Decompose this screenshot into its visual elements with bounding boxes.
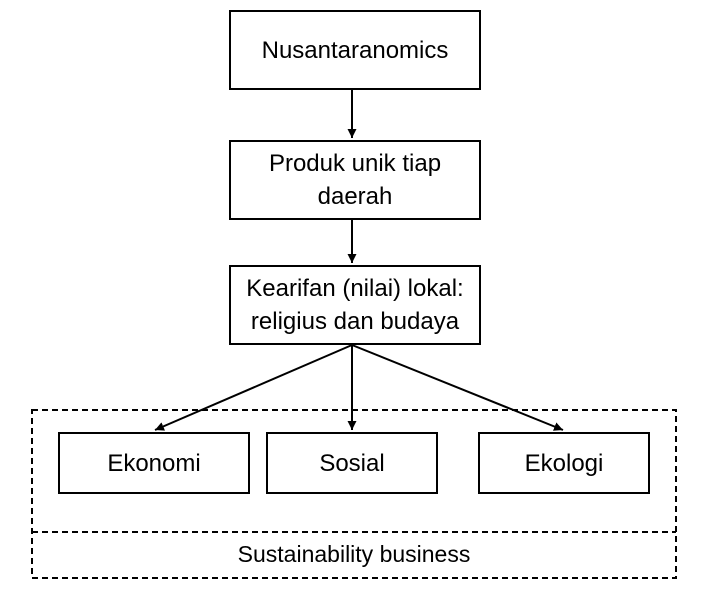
arrow-kearifan-to-ekonomi: [154, 344, 353, 431]
sustainability-group-label: Sustainability business: [237, 540, 471, 567]
node-nusantaranomics-label: Nusantaranomics: [261, 36, 449, 64]
node-ekonomi: Ekonomi: [58, 432, 250, 494]
node-kearifan-lokal: Kearifan (nilai) lokal: religius dan bud…: [229, 265, 481, 345]
node-produk-unik: Produk unik tiap daerah: [229, 140, 481, 220]
arrow-kearifan-to-ekologi: [351, 344, 564, 431]
node-sosial-label: Sosial: [319, 449, 385, 477]
node-nusantaranomics: Nusantaranomics: [229, 10, 481, 90]
node-ekologi: Ekologi: [478, 432, 650, 494]
node-ekonomi-label: Ekonomi: [107, 449, 201, 477]
node-kearifan-lokal-label: Kearifan (nilai) lokal: religius dan bud…: [246, 275, 464, 335]
node-ekologi-label: Ekologi: [524, 449, 604, 477]
sustainability-group-frame: [31, 409, 677, 579]
node-sosial: Sosial: [266, 432, 438, 494]
node-produk-unik-label: Produk unik tiap daerah: [268, 150, 442, 210]
